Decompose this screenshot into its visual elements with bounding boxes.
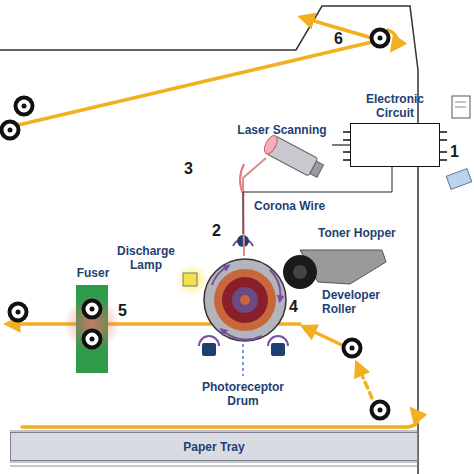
component-name: Laser Scanning bbox=[232, 123, 332, 137]
discharge-lamp bbox=[176, 264, 208, 296]
paper-path bbox=[10, 18, 418, 427]
component-name: Electronic Circuit bbox=[350, 92, 440, 120]
callout-number: 3 bbox=[184, 160, 193, 178]
callout-number: 6 bbox=[334, 30, 343, 48]
paper-stack bbox=[10, 431, 418, 466]
part-label: Toner Hopper bbox=[318, 226, 418, 240]
printer-housing bbox=[0, 6, 418, 474]
computer-icon bbox=[446, 96, 471, 189]
part-label: Developer Roller bbox=[322, 288, 400, 316]
paper-tray: Paper Tray bbox=[10, 432, 418, 461]
circuit-chip bbox=[350, 123, 440, 167]
leader-line bbox=[242, 344, 244, 376]
photoreceptor-drum bbox=[204, 259, 286, 341]
paper-rollers bbox=[2, 30, 389, 419]
developer-roller bbox=[283, 255, 317, 289]
signal-wire bbox=[332, 144, 350, 145]
control-wire bbox=[243, 166, 392, 234]
laser-unit-label: Laser Scanning bbox=[232, 123, 332, 173]
callout-number: 2 bbox=[212, 222, 221, 240]
laser-unit bbox=[240, 134, 325, 256]
part-label: Fuser bbox=[70, 266, 116, 280]
fuser bbox=[64, 285, 120, 373]
callout-number: 4 bbox=[289, 298, 298, 316]
callout-number: 1 bbox=[450, 143, 459, 161]
part-label: Corona Wire bbox=[254, 199, 344, 213]
part-label: Photoreceptor Drum bbox=[190, 380, 296, 408]
tray-label: Paper Tray bbox=[11, 440, 417, 454]
callout-number: 5 bbox=[118, 302, 127, 320]
circuit-box: Electronic Circuit bbox=[350, 92, 440, 167]
part-label: Discharge Lamp bbox=[112, 244, 180, 272]
